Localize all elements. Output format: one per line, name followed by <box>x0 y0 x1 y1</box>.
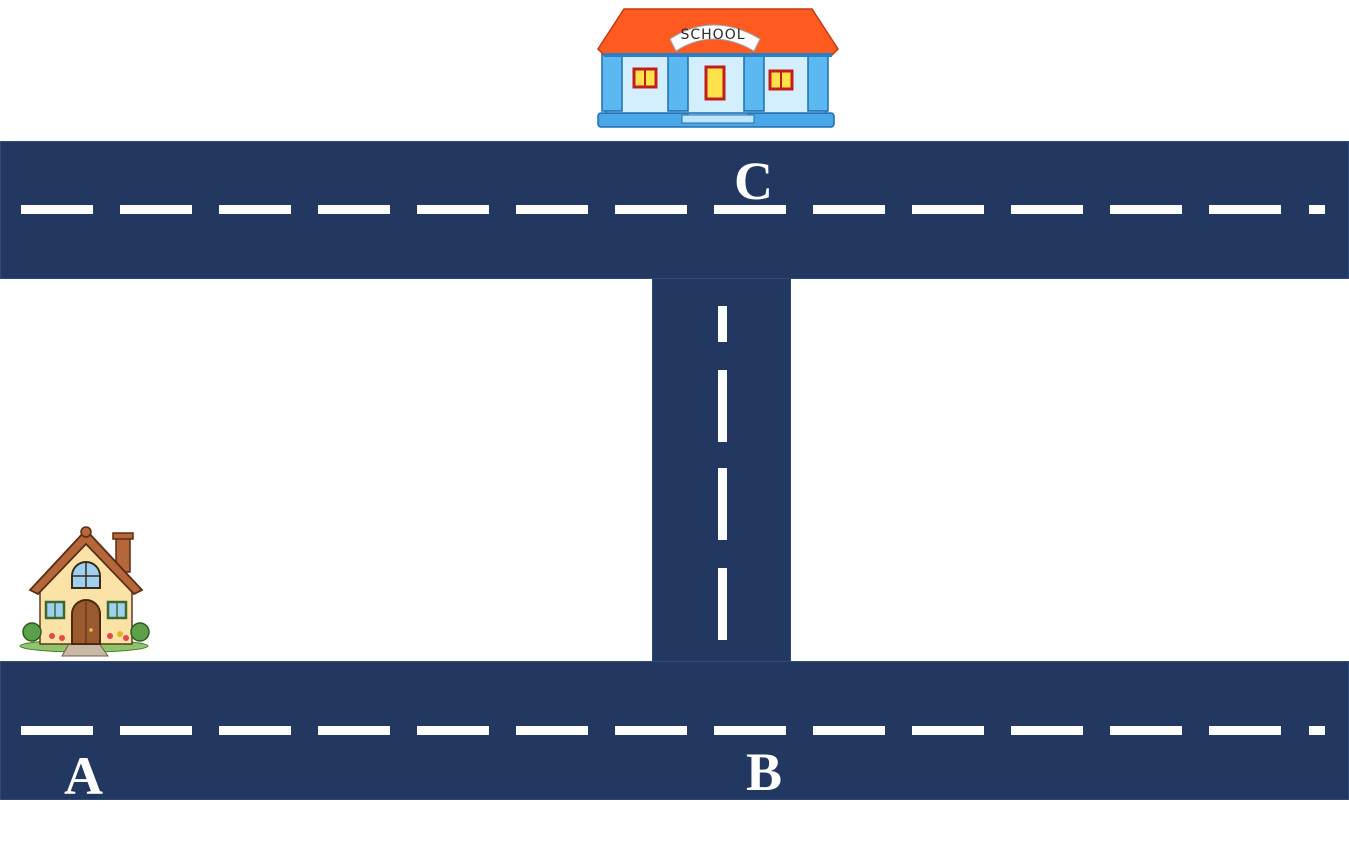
point-label-c: C <box>734 151 773 211</box>
lane-markings-top <box>1 205 1349 214</box>
point-label-b: B <box>746 742 783 802</box>
point-label-a: A <box>64 746 103 806</box>
school-sign-text: SCHOOL <box>680 27 745 43</box>
lane-markings-bottom <box>1 726 1349 735</box>
school-building-icon: SCHOOL <box>597 8 839 128</box>
house-icon <box>19 526 150 657</box>
road-top-horizontal <box>0 141 1349 279</box>
road-bottom-horizontal <box>0 661 1349 800</box>
